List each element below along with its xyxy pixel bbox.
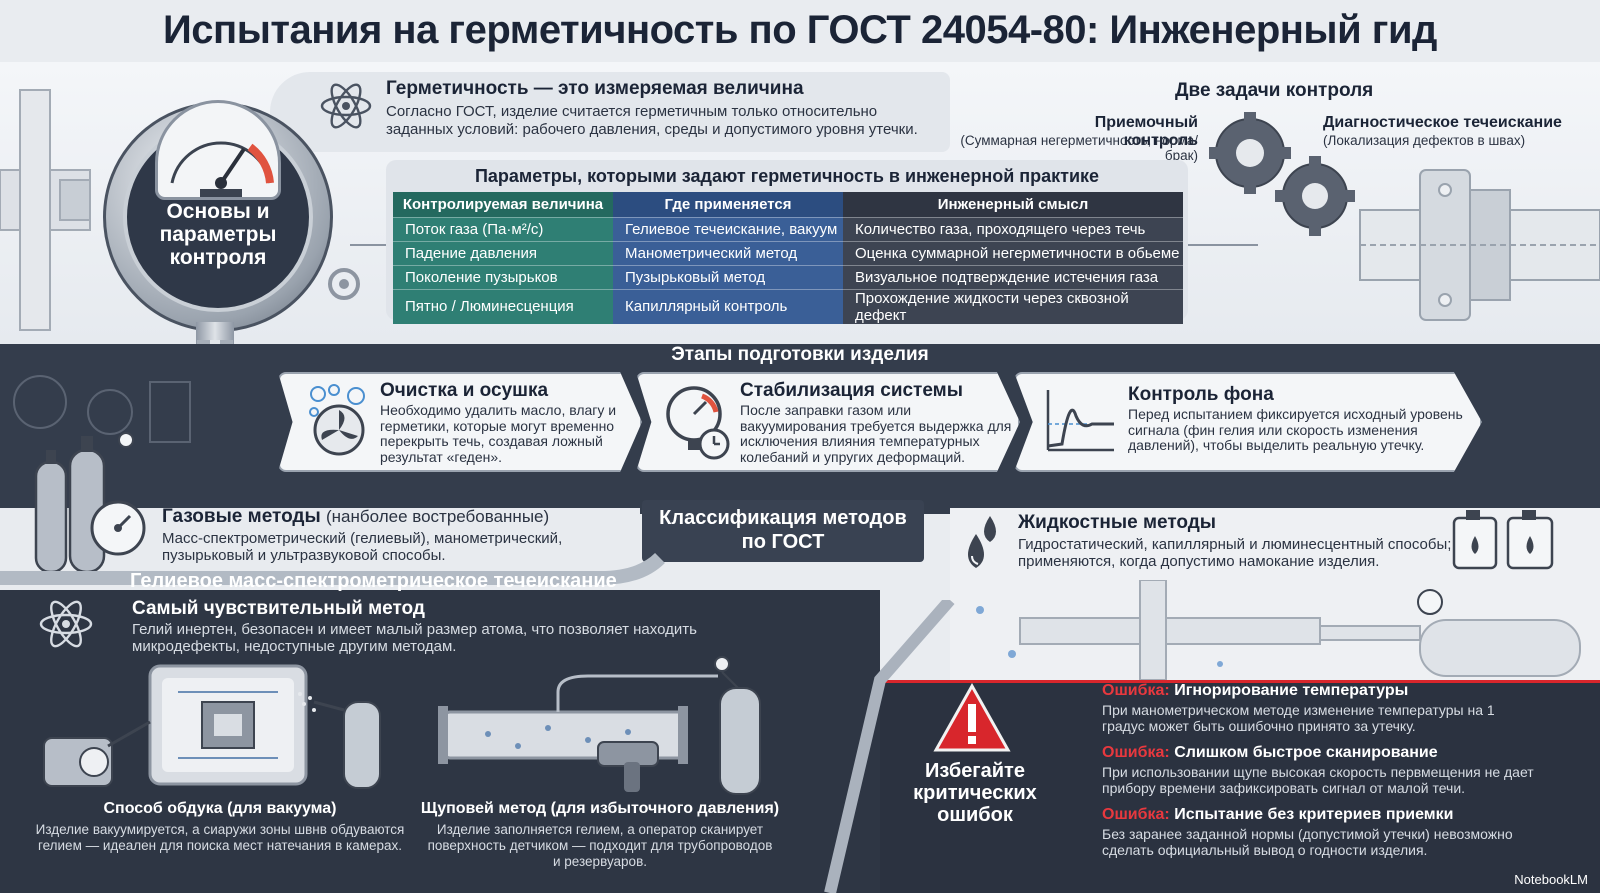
helium-text-1: Гелий инертен, безопасен и имеет малый р… <box>132 621 697 638</box>
probe-text-1: Изделие заполняется гелием, а оператор с… <box>436 822 764 837</box>
table-cell: Пузырьковый метод <box>613 264 843 289</box>
left-pipe-drawing <box>0 89 91 331</box>
error-item-2-text-2: прибору времени зафиксировать сигнал от … <box>1102 780 1466 796</box>
measurable-panel <box>270 72 950 152</box>
probe-title: Щуповей метод (для избыточного давления) <box>420 800 780 817</box>
page-title: Испытания на герметичность по ГОСТ 24054… <box>163 8 1437 52</box>
small-gear-icon <box>328 268 360 300</box>
probe-text-2: поверхность детчиком — подходит для труб… <box>427 838 773 853</box>
gas-methods-note: (нанболее востребованные) <box>326 507 550 526</box>
two-tasks-heading: Две задачи контроля <box>1175 80 1374 101</box>
table-cell: Капиллярный контроль <box>613 288 843 324</box>
cleaning-fan-icon <box>309 384 365 456</box>
params-table-title: Параметры, которыми задают герметичность… <box>474 166 1100 186</box>
signal-graph-icon <box>1046 390 1114 452</box>
errors-panel <box>880 680 1600 893</box>
acceptance-subtitle: (Суммарная негерметичность, норма/брак) <box>960 133 1198 163</box>
acceptance-title: Приемочный контроль <box>1094 114 1198 149</box>
table-cell: Пятно / Люминесценция <box>393 288 613 324</box>
helium-heading: Гелиевое масс-спектрометрическое течеиск… <box>130 570 617 592</box>
table-cell: Гелиевое течеискание, вакуум <box>613 216 843 241</box>
measurable-text-2: заданных условий: рабочего давления, сре… <box>386 121 918 138</box>
error-item-3-text-1: Без заранее заданной нормы (допустимой у… <box>1102 826 1513 842</box>
error-item-1-title: Ошибка: Игнорирование температуры <box>1102 682 1409 699</box>
table-cell: Прохождение жидкости через сквозной дефе… <box>843 288 1183 324</box>
errors-arrow-pipe <box>824 600 955 893</box>
probe-text-3: и резервуаров. <box>553 854 647 869</box>
error-item-2-text-1: При использовании щупе высокая скорость … <box>1102 764 1534 780</box>
liquid-methods-heading: Жидкостные методы <box>1018 512 1217 533</box>
atom-icon <box>39 600 93 648</box>
blowing-title: Способ обдука (для вакуума) <box>103 800 337 817</box>
gas-methods-text-2: пузырьковый и ультразвуковой способы. <box>162 547 446 564</box>
vacuum-chamber-illustration <box>43 664 381 789</box>
table-cell: Поток газа (Па·м²/с) <box>393 216 613 241</box>
table-row: Падение давления Манометрический метод О… <box>393 240 1183 265</box>
liquid-methods-text-2: применяются, когда допустимо намокание и… <box>1018 553 1380 570</box>
measurable-text-1: Согласно ГОСТ, изделие считается гермети… <box>386 103 878 120</box>
stage-title: Стабилизация системы <box>740 380 963 401</box>
table-cell: Визуальное подтверждение истечения газа <box>843 264 1183 289</box>
table-cell: Падение давления <box>393 240 613 265</box>
error-item-3-text-2: сделать официальный вывод о годности изд… <box>1102 842 1428 858</box>
stage-text: Перед испытанием фиксируется исходный ур… <box>1128 406 1463 453</box>
gas-cylinders-icon <box>34 432 146 574</box>
gauge-needle-icon <box>170 141 274 197</box>
table-cell: Количество газа, проходящего через течь <box>843 216 1183 241</box>
hydro-test-drawing <box>976 580 1581 680</box>
error-item-1-text-1: При манометрическом методе изменение тем… <box>1102 702 1495 718</box>
warning-icon <box>933 682 1011 752</box>
stage-title: Контроль фона <box>1128 384 1274 405</box>
table-row: Поток газа (Па·м²/с) Гелиевое течеискани… <box>393 216 1183 241</box>
canisters-icon <box>1452 510 1554 570</box>
error-item-2-title: Ошибка: Слишком быстрое сканирование <box>1102 744 1438 761</box>
section-divider-pipe <box>0 552 665 585</box>
helium-subheading: Самый чувствительный метод <box>132 598 425 619</box>
gears-icon <box>1209 112 1355 236</box>
gas-methods-text-1: Масс-спектрометрический (гелиевый), мано… <box>162 530 563 547</box>
table-cell: Оценка суммарной негерметичности в обьем… <box>843 240 1183 265</box>
connector-line <box>350 244 386 246</box>
probe-illustration <box>438 656 761 795</box>
classification-line-2: по ГОСТ <box>741 531 825 553</box>
column-header: Где применяется <box>613 192 843 217</box>
connector-line <box>1188 244 1258 246</box>
error-item-3-title: Ошибка: Испытание без критериев приемки <box>1102 806 1454 823</box>
measurable-heading: Герметичность — это измеряемая величина <box>386 78 804 99</box>
table-row: Пятно / Люминесценция Капиллярный контро… <box>393 288 1183 324</box>
liquid-methods-text-1: Гидростатический, капиллярный и люминесц… <box>1018 536 1452 553</box>
blowing-text-1: Изделие вакуумируется, а сиаружи зоны шв… <box>35 822 405 837</box>
diagnostic-title: Диагностическое течеискание <box>1323 114 1562 131</box>
helium-text-2: микродефекты, недоступные другим методам… <box>132 638 457 655</box>
error-item-1-text-2: градус может быть ошибочно принято за ут… <box>1102 718 1416 734</box>
table-cell: Поколение пузырьков <box>393 264 613 289</box>
diagnostic-subtitle: (Локализация дефектов в швах) <box>1323 133 1526 148</box>
gas-methods-heading-row: Газовые методы (нанболее востребованные) <box>162 506 549 528</box>
classification-line-1: Классификация методов <box>659 507 907 529</box>
water-drops-icon <box>968 516 996 568</box>
atom-icon <box>320 83 372 129</box>
stage-title: Очистка и осушка <box>380 380 549 401</box>
gauge-clock-icon <box>666 386 730 460</box>
stage-card-background <box>1014 372 1482 472</box>
gears-drawing-left <box>13 375 191 443</box>
flange-drawing <box>1359 169 1600 321</box>
blowing-text-2: гелием — идеален для поиска мест натечан… <box>37 838 403 853</box>
gas-methods-heading: Газовые методы <box>162 506 321 527</box>
classification-box: Классификация методов по ГОСТ <box>642 500 924 562</box>
table-header-row: Контролируемая величина Где применяется … <box>393 192 1183 217</box>
column-header: Инженерный смысл <box>843 192 1183 217</box>
table-row: Поколение пузырьков Пузырьковый метод Ви… <box>393 264 1183 289</box>
brand-logo: NotebookLM <box>1514 872 1588 887</box>
gauge-dial <box>155 100 281 200</box>
params-table: Контролируемая величина Где применяется … <box>393 192 1183 324</box>
column-header: Контролируемая величина <box>393 192 613 217</box>
table-cell: Манометрический метод <box>613 240 843 265</box>
gauge-label: Основы и параметры контроля <box>159 200 277 269</box>
stages-heading: Этапы подготовки изделия <box>671 344 929 365</box>
